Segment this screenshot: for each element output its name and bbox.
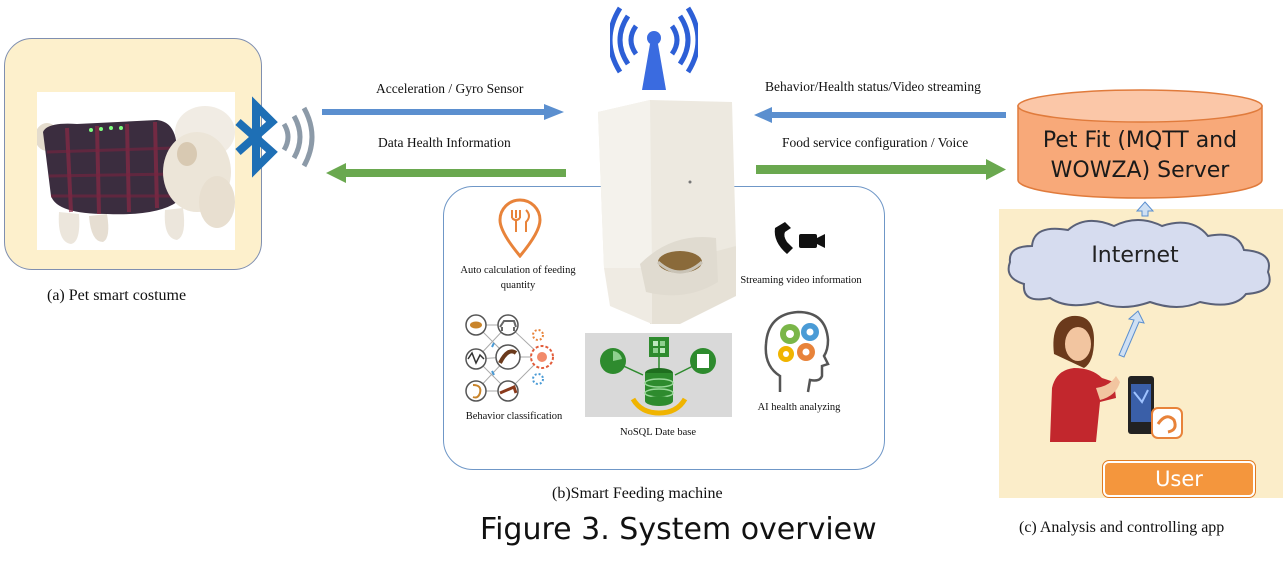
ai-brain-head-icon [764,310,830,393]
user-with-phone-image [1050,315,1183,442]
health-data-label: Data Health Information [378,135,511,150]
feeding-quantity-label: Auto calculation of feeding quantity [460,265,576,292]
behavior-network-icon [465,314,554,402]
feeder-caption: (b)Smart Feeding machine [552,485,723,502]
figure-title: Figure 3. System overview [480,512,877,547]
dog-costume-photo [35,92,235,250]
internet-label: Internet [1091,243,1179,268]
ai-health-label: AI health analyzing [757,402,841,413]
costume-caption: (a) Pet smart costume [47,287,187,304]
behavior-classification-label: Behavior classification [465,411,563,422]
server-cylinder [1017,89,1263,199]
feeder-machine-image [598,100,736,324]
wifi-antenna-icon [610,6,698,90]
video-call-icon [774,222,825,254]
user-button: User [1103,461,1255,497]
cloud-to-server-arrow [1136,201,1154,217]
user-to-cloud-arrow [1118,310,1145,358]
feeding-location-icon [498,198,542,258]
accel-gyro-label: Acceleration / Gyro Sensor [376,81,524,96]
server-label: Pet Fit (MQTT and WOWZA) Server [1042,128,1238,183]
accel-arrow [322,104,564,120]
streaming-video-label: Streaming video information [740,275,862,286]
internet-cloud-icon [1007,219,1271,308]
app-caption: (c) Analysis and controlling app [1019,519,1225,536]
bluetooth-icon [235,96,315,178]
nosql-database-image [585,333,732,417]
food-config-arrow [756,159,1006,180]
nosql-label: NoSQL Date base [619,427,696,438]
behavior-status-label: Behavior/Health status/Video streaming [765,79,981,94]
health-data-arrow [326,163,566,183]
behavior-status-arrow [754,107,1006,123]
food-config-label: Food service configuration / Voice [782,135,969,150]
